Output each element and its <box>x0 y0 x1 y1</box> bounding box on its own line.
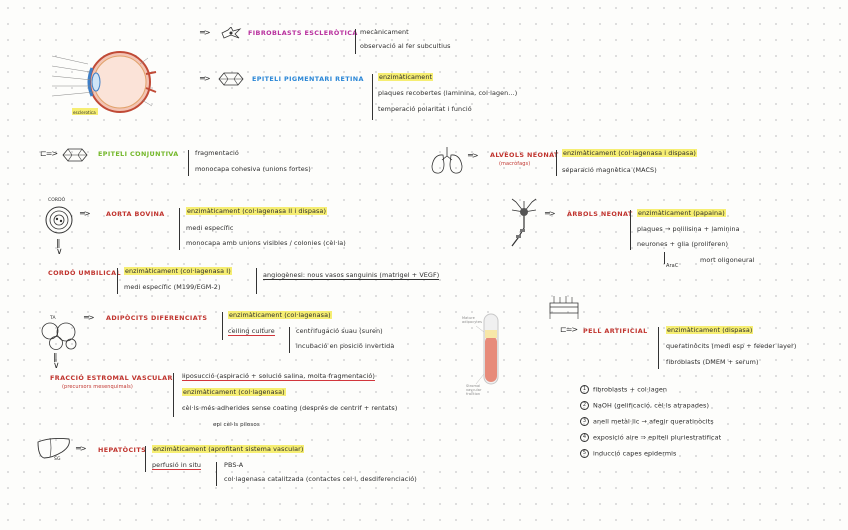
cordo-title: CORDÓ UMBILICAL <box>48 269 121 277</box>
fraccio-item: cèl·ls més adherides sense coating (desp… <box>182 404 398 412</box>
hepatocits-label: SG <box>54 457 61 462</box>
neurones-title: ÀRBOLS NEONAT <box>567 210 633 218</box>
pell-item: enzimàticament (dispasa) <box>666 326 754 334</box>
aorta-title: AORTA BOVINA <box>106 210 165 218</box>
lungs-icon <box>431 147 463 174</box>
down-arrow-icon: ‖∨ <box>53 353 60 371</box>
bracket <box>216 462 217 486</box>
liver-icon <box>37 437 70 459</box>
adipocits-sub-item: centrifugació suau (suren) <box>296 327 383 335</box>
alveols-item: separació magnètica (MACS) <box>562 166 657 174</box>
eye-diagram-icon <box>51 51 157 115</box>
fraccio-item: liposucció (aspiració + solució salina, … <box>182 372 375 381</box>
neurones-item: plaques → polilisina + laminina <box>637 225 740 233</box>
arrow-icon: ═> <box>545 209 555 218</box>
adipocits-title: ADIPÒCITS DIFERENCIATS <box>106 314 208 322</box>
cordo-item: medi específic (M199/EGM-2) <box>124 283 221 291</box>
pell-item: queratinòcits (medi esp + feeder layer) <box>666 342 797 350</box>
fraccio-extra: epi cèl·ls pilosos <box>213 422 260 428</box>
hepatocits-sub-item: col·lagenasa catalitzada (contactes cel·… <box>224 475 417 483</box>
epiteli-retina-item: enzimàticament <box>378 73 434 81</box>
fraccio-title: FRACCIÓ ESTROMAL VASCULAR <box>50 374 173 382</box>
neurones-note-prefix: AraC <box>666 263 679 269</box>
bracket <box>188 150 189 176</box>
arrow-icon: ═> <box>84 313 94 322</box>
arrow-icon: ═> <box>200 74 210 83</box>
hepatocits-item: enzimàticament (aprofitant sistema vascu… <box>152 445 305 453</box>
adipocits-sub-item: incubació en posició invertida <box>296 342 395 350</box>
epiteli-retina-title: EPITELI PIGMENTARI RETINA <box>252 75 364 83</box>
conjuntiva-item: fragmentació <box>195 149 239 157</box>
fraccio-item: enzimàticament (col·lagenasa) <box>182 388 286 396</box>
adipocyte-cells-icon <box>41 322 77 350</box>
fibroblasts-item: observació al fer subcultius <box>360 42 451 50</box>
bracket <box>145 446 146 472</box>
eye-caption: esclerotica <box>73 110 96 115</box>
aorta-label: CORDÓ <box>48 198 66 203</box>
vessel-section-icon <box>45 206 73 234</box>
adipocits-item: ceiling culture <box>228 327 275 336</box>
hepatocits-title: HEPATÒCITS <box>98 446 147 454</box>
aorta-item: enzimàticament (col·lagenasa II i dispas… <box>186 207 328 215</box>
aorta-item: medi específic <box>186 224 234 232</box>
neurones-item: neurones + glia (proliferen) <box>637 240 729 248</box>
cordo-extra: angiogènesi: nous vasos sanguinis (matri… <box>263 271 440 280</box>
arrow-icon: ═> <box>80 209 90 218</box>
pell-item: fibroblasts (DMEM + serum) <box>666 358 759 366</box>
neuron-icon <box>511 198 537 247</box>
bracket <box>222 312 223 340</box>
bracket <box>173 373 174 417</box>
bracket <box>117 268 118 294</box>
epithelium-cells-icon <box>62 148 88 162</box>
bracket <box>556 150 557 176</box>
fibroblast-cell-icon <box>221 27 242 39</box>
bracket <box>179 208 180 250</box>
down-arrow-icon: ‖∨ <box>56 239 63 257</box>
bracket <box>355 29 356 54</box>
fibroblasts-title: FIBROBLASTS ESCLERÒTICA <box>248 29 358 37</box>
fraccio-subtitle: (precursors mesenquimals) <box>62 384 133 390</box>
bracket <box>630 210 631 250</box>
arrow-icon: ⊏=> <box>560 325 578 334</box>
bracket <box>658 327 659 369</box>
cordo-item: enzimàticament (col·lagenasa I) <box>124 267 232 275</box>
aorta-item: monocapa amb unions visibles / colonies … <box>186 239 346 247</box>
hepatocits-item: perfusió in situ <box>152 461 202 470</box>
arrow-icon: ⊏=> <box>40 149 58 158</box>
tube-label: Mature adipocytes <box>462 316 483 324</box>
hepatocits-sub-item: PBS-A <box>224 461 244 469</box>
adipocits-item: enzimàticament (col·lagenasa) <box>228 311 332 319</box>
bracket <box>256 268 257 294</box>
conjuntiva-item: monocapa cohesiva (unions fortes) <box>195 165 311 173</box>
conjuntiva-title: EPITELI CONJUNTIVA <box>98 150 179 158</box>
alveols-title: ALVÈOLS NEONAT <box>490 151 559 159</box>
arrow-icon: ═> <box>468 151 478 160</box>
pell-title: PELL ARTIFICIAL <box>583 327 648 335</box>
bracket <box>664 252 665 264</box>
tube-label: Stromal vascular fraction <box>466 384 482 396</box>
skin-layers-icon <box>549 296 579 319</box>
epiteli-retina-item: temperació polaritat i funció <box>378 105 472 113</box>
centrifuge-tube-icon <box>475 313 499 385</box>
neurones-note: mort oligoneural <box>700 256 755 264</box>
arrow-icon: ═> <box>76 444 86 453</box>
bracket <box>289 327 290 353</box>
bracket <box>372 74 373 120</box>
alveols-item: enzimàticament (col·lagenasa i dispasa) <box>562 149 697 157</box>
adipocits-label: TA <box>50 316 56 321</box>
epiteli-retina-item: plaques recobertes (laminina, col·lagen.… <box>378 89 518 97</box>
epithelium-cells-icon <box>218 72 244 86</box>
fibroblasts-item: mecànicament <box>360 28 409 36</box>
arrow-icon: ═> <box>200 28 210 37</box>
alveols-subtitle: (macròfags) <box>499 161 531 167</box>
neurones-item: enzimàticament (papaina) <box>637 209 726 217</box>
